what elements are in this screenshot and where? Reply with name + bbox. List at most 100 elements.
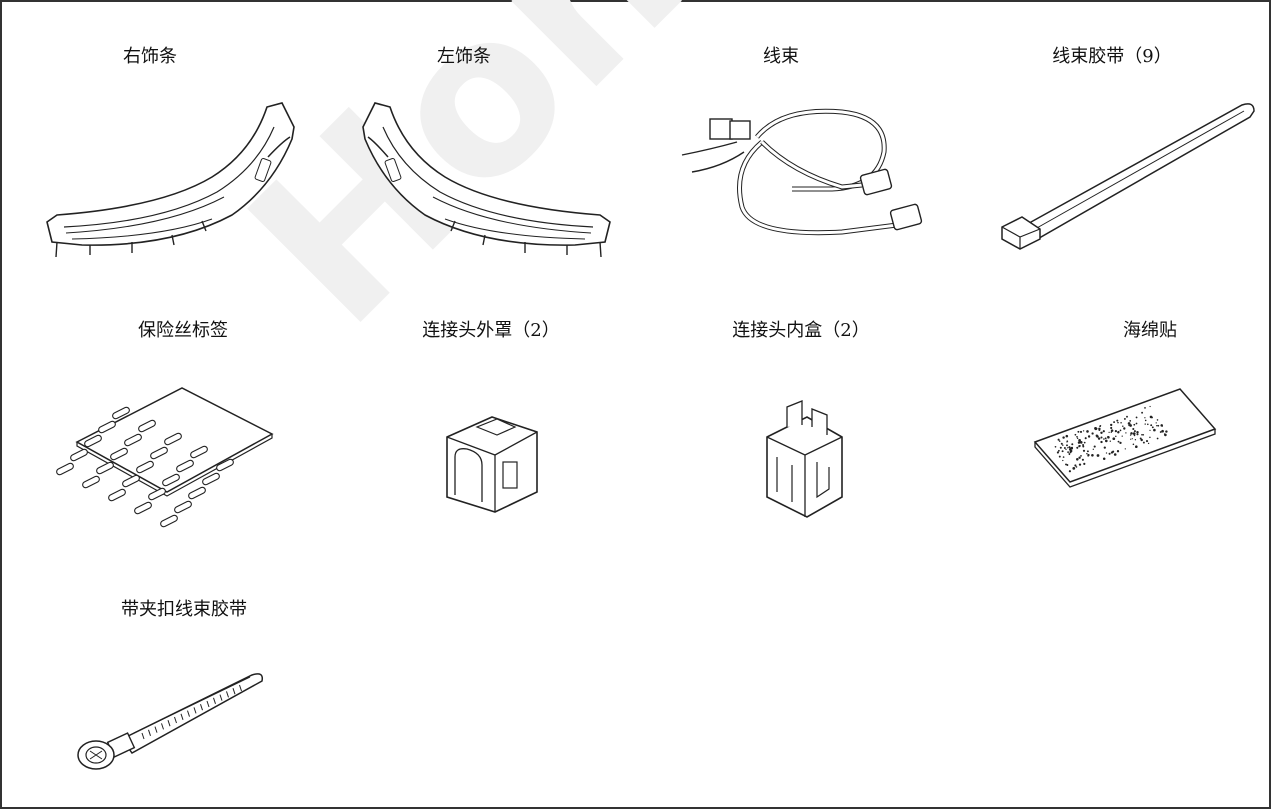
sponge-speckle (1120, 421, 1122, 424)
fuse-label-slot (160, 514, 178, 528)
fuse-label-slot (202, 472, 220, 486)
sponge-speckle (1131, 438, 1133, 440)
sponge-speckle (1115, 435, 1117, 438)
sponge-speckle (1147, 423, 1149, 426)
fuse-label-slot (190, 445, 208, 459)
sponge-speckle (1057, 438, 1060, 441)
fuse-label-slot (56, 462, 74, 476)
sponge-speckle (1092, 448, 1094, 450)
sponge-speckle (1142, 441, 1145, 444)
sponge-speckle (1062, 436, 1065, 439)
sponge-speckle (1062, 459, 1064, 462)
sponge-speckle (1074, 464, 1077, 467)
sponge-speckle (1091, 454, 1094, 457)
sponge-speckle (1100, 436, 1103, 439)
label-clip-tie: 带夹扣线束胶带 (121, 599, 247, 620)
sponge-speckle (1144, 419, 1147, 422)
sponge-speckle (1078, 456, 1081, 459)
sponge-speckle (1068, 452, 1070, 455)
sponge-speckle (1135, 422, 1138, 425)
tie-tooth (200, 704, 203, 711)
sponge-speckle (1062, 444, 1064, 446)
sponge-speckle (1083, 441, 1086, 444)
sponge-speckle (1134, 439, 1137, 441)
sponge-speckle (1066, 444, 1068, 447)
sponge-speckle (1125, 432, 1127, 434)
sponge-speckle (1156, 424, 1158, 427)
connector-cover-illustration (446, 416, 538, 513)
tie-tooth (193, 707, 197, 714)
tie-tooth (206, 700, 210, 708)
sponge-speckle (1107, 436, 1110, 439)
tie-tooth (232, 688, 236, 695)
sponge-speckle (1161, 429, 1164, 433)
label-left-trim: 左饰条 (437, 46, 491, 67)
sponge-speckle (1110, 451, 1114, 454)
sponge-speckle (1141, 433, 1143, 436)
sponge-speckle (1096, 435, 1099, 438)
sponge-speckle (1132, 443, 1135, 446)
sponge-speckle (1091, 432, 1094, 435)
sponge-speckle (1068, 446, 1071, 449)
sponge-speckle (1126, 415, 1128, 418)
sponge-speckle (1087, 453, 1090, 457)
sponge-speckle (1109, 440, 1111, 442)
sponge-speckle (1133, 434, 1136, 437)
label-cable-tie: 线束胶带（9） (1052, 46, 1172, 67)
fuse-label-slot (112, 406, 130, 420)
sponge-speckle (1103, 438, 1105, 440)
sponge-speckle (1130, 432, 1133, 435)
sponge-speckle (1144, 407, 1146, 409)
sponge-speckle (1086, 452, 1088, 455)
sponge-speckle (1081, 458, 1084, 461)
sponge-speckle (1067, 451, 1069, 453)
tie-tooth (154, 726, 158, 733)
tie-tooth (239, 684, 242, 692)
sponge-speckle (1059, 446, 1062, 449)
sponge-speckle (1116, 419, 1119, 422)
sponge-speckle (1165, 430, 1168, 433)
sponge-speckle (1132, 432, 1136, 435)
sponge-speckle (1076, 458, 1079, 461)
sponge-speckle (1135, 416, 1138, 419)
sponge-speckle (1100, 431, 1103, 435)
sponge-speckle (1157, 424, 1160, 427)
fuse-label-slot (148, 487, 166, 501)
sponge-speckle (1060, 442, 1063, 445)
sponge-speckle (1141, 411, 1144, 414)
fuse-label-slot (164, 432, 182, 446)
fuse-label-slot (82, 475, 100, 489)
sponge-speckle (1113, 453, 1117, 456)
sponge-speckle (1128, 424, 1130, 427)
sponge-speckle (1136, 430, 1139, 434)
sponge-speckle (1156, 437, 1159, 440)
sponge-speckle (1140, 438, 1143, 442)
sponge-speckle (1124, 448, 1126, 450)
sponge-speckle (1103, 446, 1106, 449)
sponge-speckle (1118, 430, 1120, 433)
fuse-label-slot (176, 459, 194, 473)
sponge-speckle (1072, 467, 1076, 470)
sponge-speckle (1113, 421, 1116, 424)
sponge-speckle (1056, 451, 1059, 454)
sponge-speckle (1097, 437, 1101, 440)
fuse-label-slot (216, 458, 234, 472)
sponge-speckle (1096, 454, 1100, 457)
sponge-speckle (1058, 455, 1061, 458)
sponge-speckle (1074, 433, 1077, 436)
sponge-speckle (1122, 425, 1124, 427)
sponge-speckle (1133, 430, 1136, 433)
sponge-speckle (1149, 405, 1151, 408)
harness-illustration (681, 108, 923, 236)
fuse-label-slot (138, 419, 156, 433)
label-sponge: 海绵贴 (1123, 320, 1177, 341)
sponge-speckle (1108, 431, 1110, 434)
sponge-speckle (1083, 462, 1086, 465)
fuse-label-slot (124, 433, 142, 447)
fuse-label-slot (70, 448, 88, 462)
sponge-speckle (1105, 452, 1108, 454)
sponge-speckle (1076, 446, 1079, 449)
sponge-speckle (1067, 447, 1069, 449)
sponge-speckle (1117, 421, 1119, 424)
sponge-speckle (1110, 423, 1113, 427)
